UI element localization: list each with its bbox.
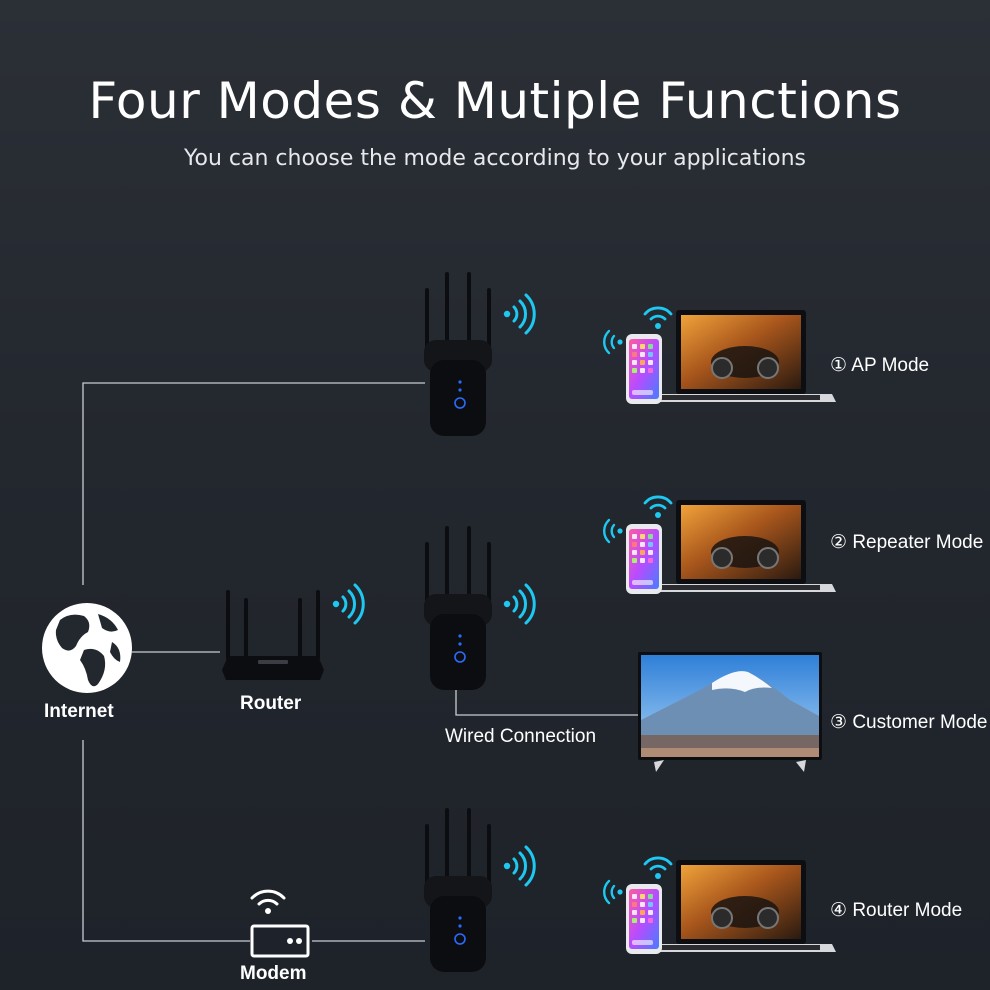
- extender-wifi-icon-repeater: [502, 583, 536, 625]
- phone-wifi-icon-repeater: [602, 518, 624, 544]
- globe-icon: [42, 603, 132, 693]
- line-internet-to-ap: [82, 382, 425, 585]
- page-title: Four Modes & Mutiple Functions: [88, 72, 902, 130]
- page-subtitle: You can choose the mode according to you…: [184, 146, 806, 171]
- mode-number: ②: [830, 532, 848, 553]
- extender-wifi-icon-router-mode: [502, 845, 536, 887]
- mode-name: AP Mode: [851, 355, 930, 376]
- modem-label: Modem: [240, 963, 307, 984]
- mode-label-customer: ③ Customer Mode: [830, 711, 988, 734]
- laptop-wifi-icon-repeater: [643, 495, 673, 520]
- wired-connection-label: Wired Connection: [445, 726, 597, 747]
- router-label: Router: [240, 693, 302, 714]
- mode-number: ④: [830, 900, 848, 921]
- router-icon: [222, 590, 324, 680]
- phone-wifi-icon-ap: [602, 329, 624, 355]
- mode-label-router-mode: ④ Router Mode: [830, 899, 962, 922]
- laptop-wifi-icon-ap: [643, 306, 673, 331]
- mode-number: ③: [830, 712, 848, 733]
- phone-wifi-icon-router-mode: [602, 879, 624, 905]
- extender-device-repeater: [423, 525, 493, 691]
- modem-icon: [250, 889, 310, 958]
- extender-device-router-mode: [423, 807, 493, 973]
- extender-wifi-icon-ap: [502, 293, 536, 335]
- client-tv-customer: [638, 652, 822, 772]
- mode-name: Repeater Mode: [852, 532, 984, 553]
- router-wifi-icon: [331, 583, 365, 625]
- connection-lines: [82, 382, 640, 942]
- mode-name: Customer Mode: [852, 712, 988, 733]
- laptop-wifi-icon-router-mode: [643, 856, 673, 881]
- line-wired-connection: [455, 690, 640, 716]
- extender-device-ap: [423, 271, 493, 437]
- mode-number: ①: [830, 355, 848, 376]
- line-internet-to-modem: [82, 740, 250, 942]
- mode-name: Router Mode: [852, 900, 963, 921]
- mode-label-repeater: ② Repeater Mode: [830, 531, 983, 554]
- internet-label: Internet: [44, 701, 114, 722]
- mode-label-ap: ① AP Mode: [830, 354, 929, 377]
